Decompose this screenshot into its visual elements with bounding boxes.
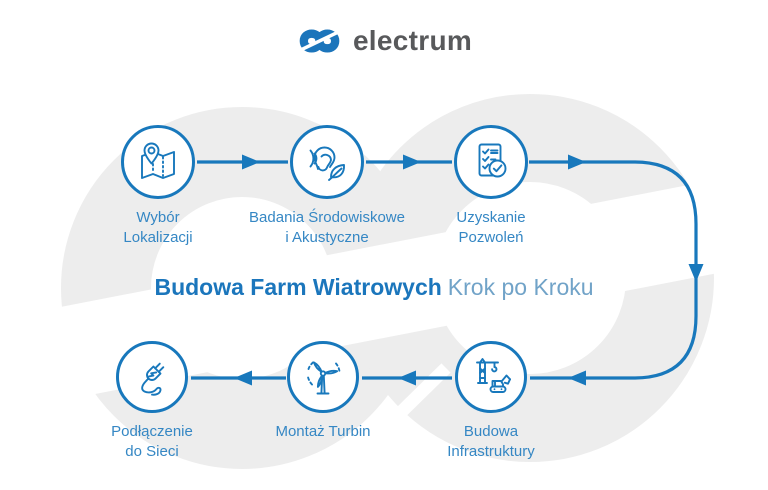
arrowhead-right-icon	[242, 154, 260, 170]
step-5: Montaż Turbin	[223, 341, 423, 442]
step-label: Budowa Infrastruktury	[447, 423, 535, 460]
step-circle	[116, 341, 188, 413]
step-label: Montaż Turbin	[275, 423, 371, 440]
step-label: Podłączenie do Sieci	[111, 423, 193, 460]
step-2: Badania Środowiskowe i Akustyczne	[227, 125, 427, 247]
plug-icon	[141, 362, 165, 396]
infinity-logo-icon	[298, 29, 341, 53]
step-label: Wybór Lokalizacji	[123, 209, 193, 246]
step-circle	[455, 341, 527, 413]
step-6: Podłączenie do Sieci	[52, 341, 252, 461]
arrowhead-down-icon	[688, 264, 704, 282]
step-circle	[454, 125, 528, 199]
arrowhead-right-icon	[568, 154, 586, 170]
step-label: Badania Środowiskowe i Akustyczne	[249, 209, 405, 246]
step-label: Uzyskanie Pozwoleń	[456, 209, 526, 246]
arrowhead-left-icon	[234, 370, 252, 386]
brand-name: electrum	[352, 25, 473, 56]
step-circle	[121, 125, 195, 199]
step-circle	[290, 125, 364, 199]
crane-excavator-icon	[476, 358, 511, 393]
arrowhead-left-icon	[398, 370, 416, 386]
wind-turbine-icon	[307, 361, 341, 395]
ear-leaf-icon	[309, 146, 345, 181]
arrowhead-left-icon	[568, 370, 586, 386]
step-4: Budowa Infrastruktury	[391, 341, 591, 461]
map-pin-icon	[141, 142, 175, 179]
arrowhead-right-icon	[403, 154, 421, 170]
checklist-icon	[478, 143, 507, 178]
step-1: Wybór Lokalizacji	[58, 125, 258, 247]
title-regular: Krok po Kroku	[447, 274, 594, 300]
step-3: Uzyskanie Pozwoleń	[391, 125, 591, 247]
brand-logo: electrum	[0, 24, 768, 58]
step-circle	[287, 341, 359, 413]
title-bold: Budowa Farm Wiatrowych	[154, 274, 442, 300]
